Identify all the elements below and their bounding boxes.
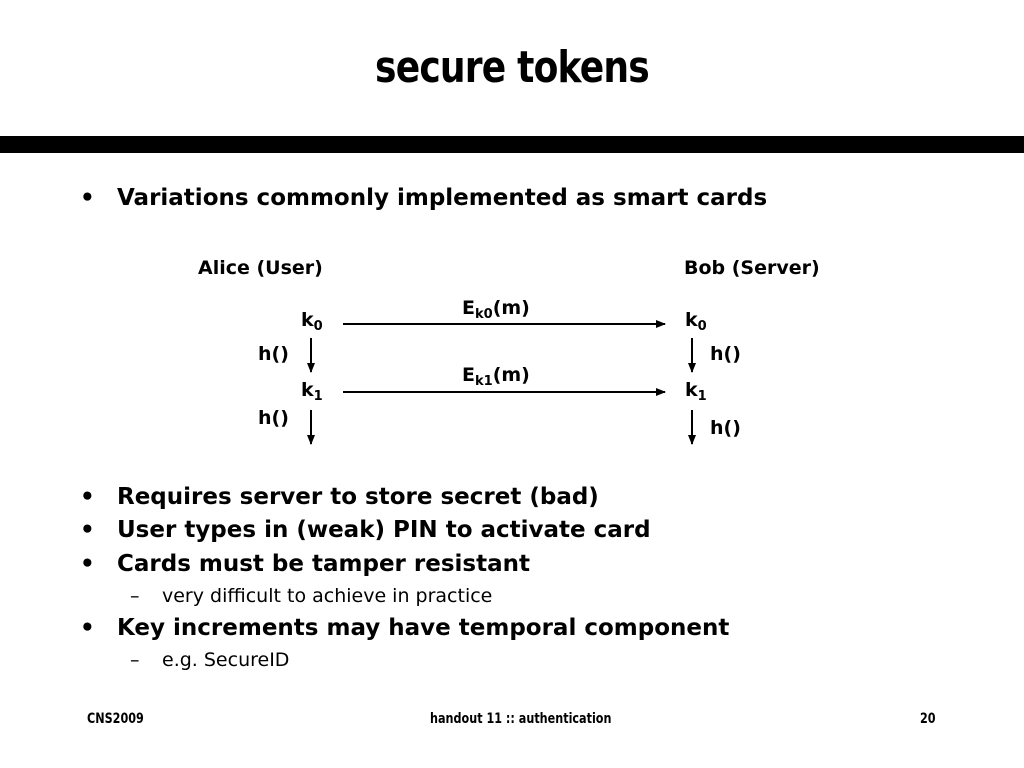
bullet-text: Requires server to store secret (bad) (117, 484, 599, 510)
alice-hash-label-2: h() (258, 407, 289, 429)
bob-hash-label-2: h() (710, 417, 741, 439)
alice-hash-label-1: h() (258, 343, 289, 365)
bob-key-k1: k1 (685, 379, 707, 404)
enc-argument: (m) (492, 364, 530, 386)
key-subscript: 0 (313, 319, 323, 334)
alice-key-k0: k0 (301, 309, 323, 334)
key-letter: k (685, 379, 698, 401)
encrypted-message-label-1: Ek0(m) (462, 297, 530, 322)
footer-course: CNS2009 (87, 711, 144, 727)
alice-key-k1: k1 (301, 379, 323, 404)
key-letter: k (301, 379, 314, 401)
encrypted-message-label-2: Ek1(m) (462, 364, 530, 389)
sub-bullet-marker: – (130, 585, 140, 607)
sub-bullet-marker: – (130, 649, 140, 671)
bullet-text: Variations commonly implemented as smart… (117, 185, 768, 211)
bullet-marker: • (80, 185, 95, 211)
enc-subscript: k1 (474, 374, 493, 389)
footer-handout: handout 11 :: authentication (430, 711, 612, 727)
bullet-marker: • (80, 615, 95, 641)
enc-subscript: k0 (474, 307, 493, 322)
title-divider-bar (0, 136, 1024, 153)
bob-hash-label-1: h() (710, 343, 741, 365)
bob-label: Bob (Server) (684, 257, 820, 279)
bullet-text: User types in (weak) PIN to activate car… (117, 517, 651, 543)
key-letter: k (685, 309, 698, 331)
slide-title: secure tokens (375, 42, 650, 93)
key-letter: k (301, 309, 314, 331)
key-subscript: 1 (313, 389, 323, 404)
sub-bullet-text: very difficult to achieve in practice (162, 585, 493, 607)
bullet-marker: • (80, 517, 95, 543)
enc-letter: E (462, 297, 475, 319)
alice-label: Alice (User) (198, 257, 323, 279)
bullet-text: Key increments may have temporal compone… (117, 615, 730, 641)
bullet-text: Cards must be tamper resistant (117, 551, 530, 577)
bob-key-k0: k0 (685, 309, 707, 334)
footer-page-number: 20 (920, 711, 936, 727)
bullet-marker: • (80, 484, 95, 510)
sub-bullet-text: e.g. SecureID (162, 649, 290, 671)
bullet-marker: • (80, 551, 95, 577)
key-subscript: 0 (697, 319, 707, 334)
enc-argument: (m) (492, 297, 530, 319)
enc-letter: E (462, 364, 475, 386)
key-subscript: 1 (697, 389, 707, 404)
